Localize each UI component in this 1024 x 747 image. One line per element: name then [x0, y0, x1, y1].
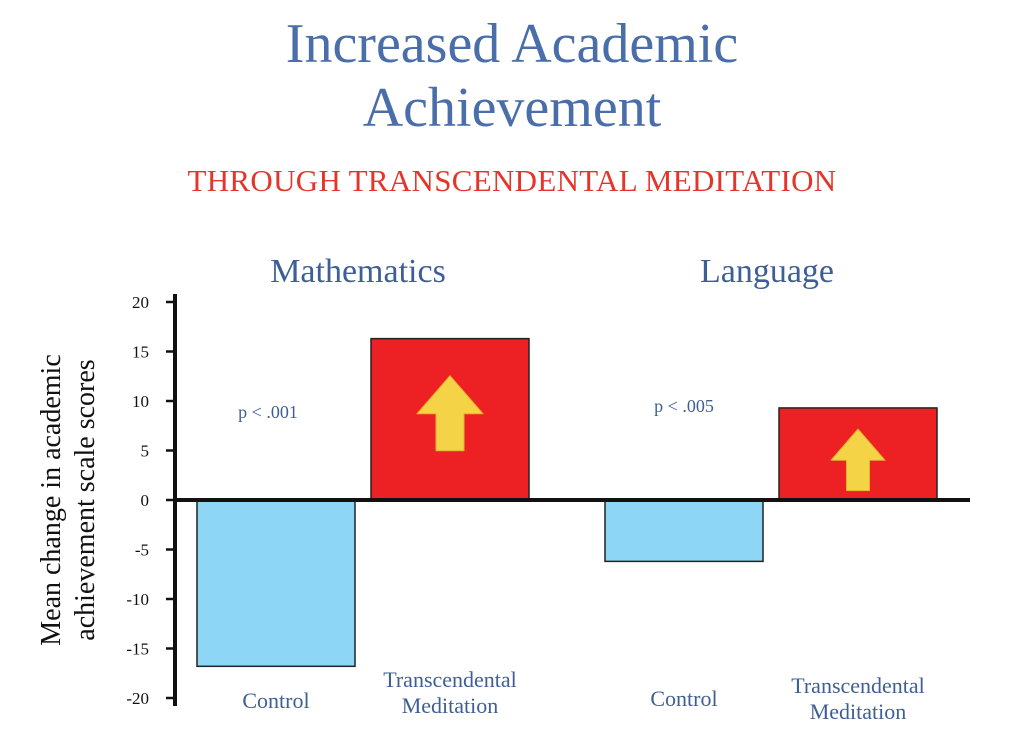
bar — [604, 499, 764, 563]
p-value-label: p < .001 — [238, 402, 298, 422]
y-tick-label: -5 — [135, 541, 149, 560]
category-label: Meditation — [810, 699, 907, 724]
y-axis-label: Mean change in academic — [36, 354, 67, 646]
chart-title-line: Achievement — [362, 77, 662, 139]
y-axis-label: achievement scale scores — [70, 359, 101, 640]
y-tick-label: -20 — [126, 689, 149, 708]
category-label: Meditation — [402, 693, 499, 718]
up-arrow-icon — [830, 428, 886, 492]
y-tick-label: 20 — [132, 293, 149, 312]
chart-subtitle: THROUGH TRANSCENDENTAL MEDITATION — [187, 163, 837, 198]
up-arrow-icon — [416, 375, 484, 452]
group-title: Language — [700, 253, 834, 290]
y-tick-label: 10 — [132, 392, 149, 411]
y-tick-label: -15 — [126, 640, 149, 659]
category-label: Transcendental — [791, 673, 925, 698]
y-tick-label: 5 — [141, 442, 150, 461]
chart-title-line: Increased Academic — [285, 13, 739, 75]
bar — [370, 337, 530, 501]
y-tick-label: 0 — [141, 491, 150, 510]
category-label: Transcendental — [383, 667, 517, 692]
group-title: Mathematics — [270, 253, 446, 290]
y-tick-label: 15 — [132, 343, 149, 362]
category-label: Control — [650, 686, 717, 711]
bar — [196, 499, 356, 668]
p-value-label: p < .005 — [654, 396, 714, 416]
category-label: Control — [242, 688, 309, 713]
y-tick-label: -10 — [126, 590, 149, 609]
